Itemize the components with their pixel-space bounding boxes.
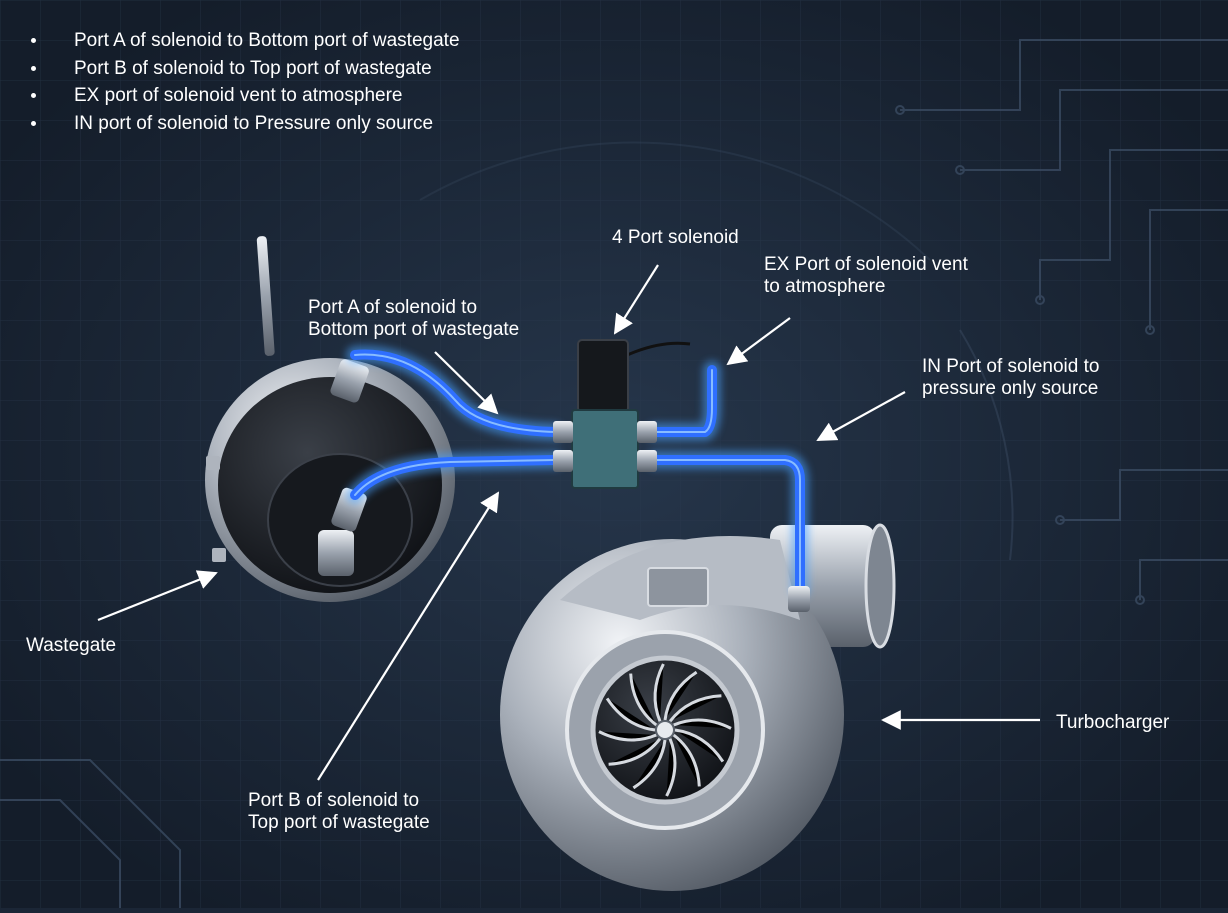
note-item: Port A of solenoid to Bottom port of was… — [28, 27, 460, 55]
arrow-port-a — [434, 351, 499, 415]
compressor-blade — [673, 718, 732, 730]
compressor-blade — [632, 739, 667, 790]
label-port-a: Port A of solenoid to Bottom port of was… — [308, 297, 520, 340]
compressor-blade — [668, 694, 722, 723]
label-port-b: Port B of solenoid to Top port of wasteg… — [248, 790, 430, 833]
compressor-blade — [672, 733, 701, 787]
compressor-blade — [629, 673, 658, 727]
compressor-blade — [653, 663, 665, 722]
compressor-blade — [665, 738, 677, 797]
note-item: EX port of solenoid vent to atmosphere — [28, 82, 460, 110]
label-wastegate: Wastegate — [26, 635, 117, 656]
arrow-port-b — [317, 491, 500, 781]
compressor-blade — [663, 670, 698, 721]
arrow-solenoid — [613, 264, 659, 335]
compressor-wheel — [598, 663, 732, 797]
arrow-wastegate — [97, 570, 218, 622]
label-in-port: IN Port of solenoid to pressure only sou… — [922, 356, 1100, 399]
pointer-arrows — [97, 264, 1040, 781]
circuit-traces — [0, 39, 1228, 908]
connection-notes: Port A of solenoid to Bottom port of was… — [28, 27, 460, 137]
arrow-in-port — [816, 391, 906, 441]
label-ex-port: EX Port of solenoid vent to atmosphere — [764, 254, 968, 297]
label-turbocharger: Turbocharger — [1056, 712, 1170, 733]
note-item: Port B of solenoid to Top port of wasteg… — [28, 55, 460, 83]
solenoid-valve — [553, 339, 691, 489]
note-item: IN port of solenoid to Pressure only sou… — [28, 110, 460, 138]
compressor-blade — [674, 728, 725, 763]
compressor-blade — [598, 730, 657, 742]
compressor-blade — [605, 697, 656, 732]
arrow-ex-port — [726, 317, 791, 366]
compressor-blade — [608, 737, 662, 766]
label-solenoid: 4 Port solenoid — [612, 227, 739, 248]
